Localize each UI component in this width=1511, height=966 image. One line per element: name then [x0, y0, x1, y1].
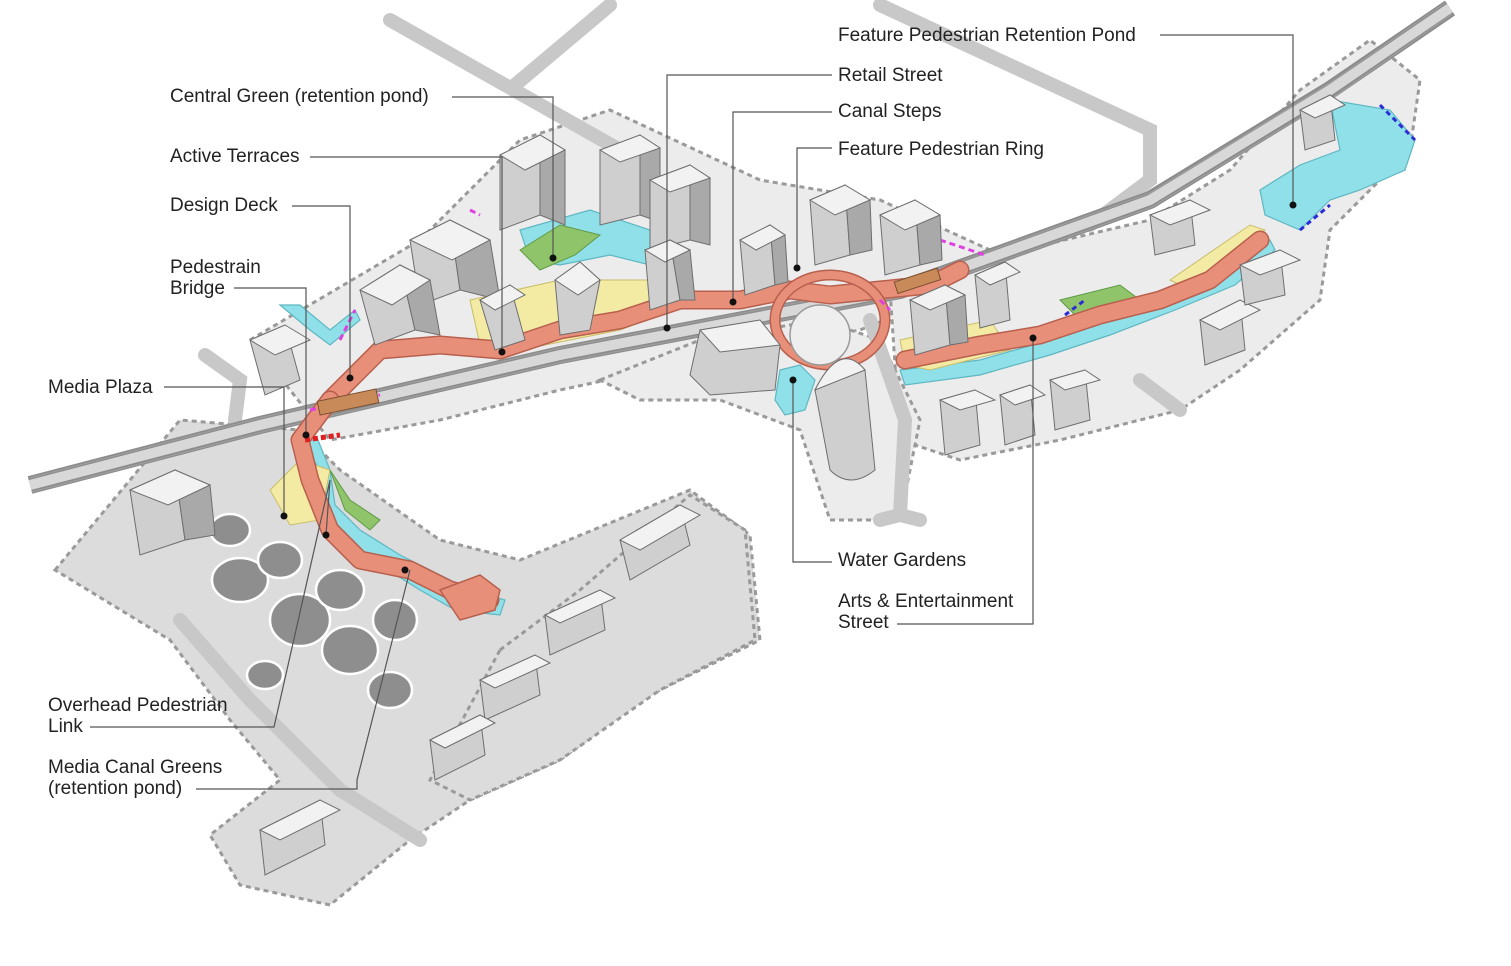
label-overhead-link-line2: Link [48, 716, 83, 737]
blue-boundary-2 [1299, 203, 1331, 232]
dot-central-green [549, 254, 557, 262]
label-media-plaza: Media Plaza [48, 377, 153, 398]
dot-water-gardens [789, 376, 797, 384]
callout-labels: Feature Pedestrian Retention Pond Retail… [48, 25, 1136, 799]
leader-central-green [452, 96, 554, 258]
leader-design-deck [292, 205, 351, 378]
leader-media-plaza [164, 386, 285, 516]
media-canal-pods [208, 512, 419, 710]
label-arts-street-line1: Arts & Entertainment [838, 591, 1014, 612]
label-media-canal-line1: Media Canal Greens [48, 757, 222, 778]
label-water-gardens: Water Gardens [838, 550, 966, 571]
label-canal-steps: Canal Steps [838, 101, 942, 122]
media-plaza-towers [128, 264, 441, 556]
label-media-canal-line2: (retention pond) [48, 778, 182, 799]
leader-active-terraces [310, 156, 503, 352]
blue-boundary-3 [1064, 298, 1086, 317]
label-feature-pond: Feature Pedestrian Retention Pond [838, 25, 1136, 46]
dot-arts-street [1029, 334, 1037, 342]
dot-canal-steps [729, 298, 737, 306]
road-east-stub [1133, 373, 1187, 417]
west-canal [278, 304, 361, 346]
leader-lines [90, 34, 1297, 790]
spine-towers [479, 184, 943, 351]
label-retail-street: Retail Street [838, 65, 943, 86]
leader-water-gardens [792, 380, 832, 563]
dot-retail-street [663, 324, 671, 332]
label-central-green: Central Green (retention pond) [170, 86, 429, 107]
label-feature-ring: Feature Pedestrian Ring [838, 139, 1044, 160]
label-ped-bridge-line2: Bridge [170, 278, 225, 299]
road-ring-stub [873, 508, 927, 527]
east-district-buildings [908, 94, 1347, 456]
dot-feature-pond [1289, 201, 1297, 209]
dot-media-canal [401, 566, 409, 574]
water-gardens-pool [774, 364, 816, 416]
label-arts-street-line2: Street [838, 612, 889, 633]
feature-pedestrian-ring [771, 271, 889, 369]
leader-overhead-link [90, 479, 331, 728]
feature-retention-pond [1259, 99, 1416, 231]
south-east-blocks [258, 504, 702, 876]
dot-feature-ring [793, 264, 801, 272]
dot-ped-bridge [302, 431, 310, 439]
label-design-deck: Design Deck [170, 195, 278, 216]
label-overhead-link-line1: Overhead Pedestrian [48, 695, 228, 716]
magenta-boundary-5 [878, 298, 892, 312]
leader-retail-street [666, 74, 832, 328]
label-active-terraces: Active Terraces [170, 146, 300, 167]
road-west-spur [198, 348, 248, 427]
leader-media-canal [196, 569, 411, 790]
road-ring-south [863, 313, 913, 522]
ring-dome [789, 304, 851, 366]
overhead-pedestrian-link [316, 267, 942, 416]
road-south-west [173, 613, 427, 847]
leader-arts-street [897, 338, 1034, 625]
red-boundary [304, 432, 341, 443]
magenta-boundary-4 [939, 238, 986, 257]
water-gardens-towers [689, 304, 876, 481]
media-canal-green [329, 469, 381, 531]
road-north-spur [508, 0, 617, 92]
buildings [128, 94, 1347, 876]
magenta-boundary-3 [469, 208, 481, 217]
media-canal-walk [292, 392, 498, 608]
road-north-diagonal [383, 13, 627, 157]
media-district-deck [438, 574, 501, 621]
arts-street-walk [897, 232, 1268, 368]
dot-design-deck [346, 374, 354, 382]
leader-canal-steps [732, 111, 832, 302]
magenta-boundary-1 [338, 309, 357, 341]
dot-active-terraces [498, 348, 506, 356]
north-tower-cluster [408, 134, 712, 306]
label-ped-bridge-line1: Pedestrain [170, 257, 261, 278]
dot-media-plaza [280, 512, 288, 520]
leader-feature-pond [1160, 34, 1294, 205]
dot-overhead-link [322, 531, 330, 539]
road-network [173, 0, 1187, 847]
leader-feature-ring [796, 147, 832, 268]
leader-ped-bridge [234, 287, 307, 435]
